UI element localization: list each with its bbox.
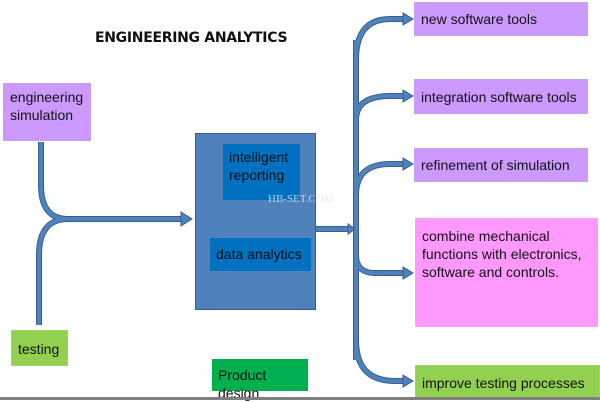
arrowhead-refinement <box>402 157 414 171</box>
arrow-new-software <box>353 16 405 61</box>
core-item-intelligent-reporting[interactable]: intelligent reporting <box>223 144 300 200</box>
output-refinement-of-simulation[interactable]: refinement of simulation <box>414 148 588 182</box>
input-testing[interactable]: testing <box>11 330 68 366</box>
core-item-data-analytics[interactable]: data analytics <box>210 238 311 271</box>
arrow-refinement <box>353 161 405 196</box>
watermark: HB-SET.COM <box>268 193 334 205</box>
arrowhead-new-software <box>402 12 414 26</box>
output-combine-mechanical-functions[interactable]: combine mechanical functions with electr… <box>415 218 598 327</box>
input-engineering-simulation[interactable]: engineering simulation <box>3 83 91 141</box>
arrowhead-combine <box>402 266 414 280</box>
output-improve-testing-processes[interactable]: improve testing processes <box>415 365 600 399</box>
bottom-border <box>0 397 600 400</box>
output-new-software-tools[interactable]: new software tools <box>414 2 588 36</box>
output-integration-software-tools[interactable]: integration software tools <box>414 79 588 114</box>
core-process-box[interactable]: intelligent reporting data analytics <box>195 133 316 310</box>
arrow-integration <box>353 93 405 121</box>
arrowhead-core <box>180 211 193 227</box>
arrowhead-trunk <box>347 223 356 235</box>
arrowhead-integration <box>402 89 414 103</box>
arrow-improve <box>353 339 405 384</box>
arrowhead-improve <box>402 374 414 388</box>
product-design-label: Product design <box>212 359 308 401</box>
diagram-title: ENGINEERING ANALYTICS <box>95 30 288 46</box>
